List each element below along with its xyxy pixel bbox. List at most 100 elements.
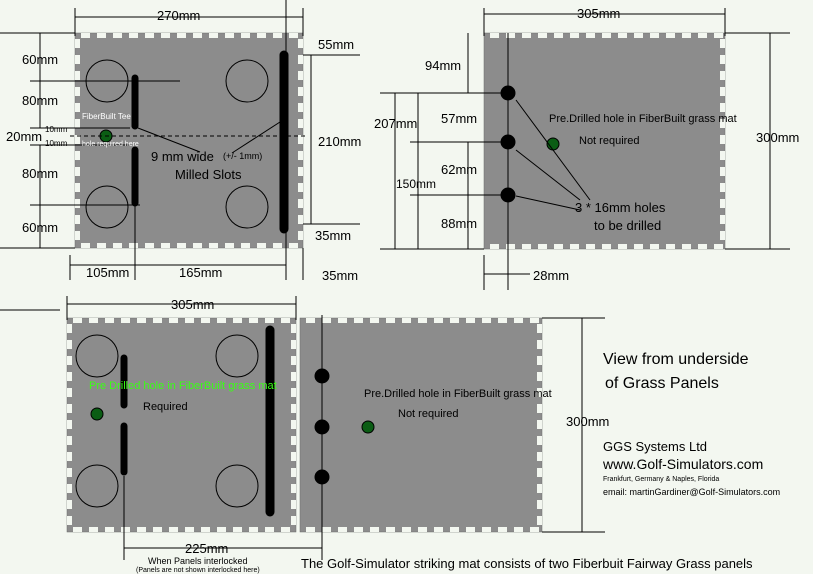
panel-bottom-left-notch-left bbox=[67, 484, 72, 493]
circle-cutout bbox=[85, 185, 129, 229]
panel-bottom-left-notch-bottom bbox=[233, 527, 242, 532]
panel-bottom-left-notch-right bbox=[291, 340, 296, 349]
panel-bottom-left-notch-right bbox=[291, 500, 296, 509]
panel-top-right-notch-top bbox=[602, 33, 611, 38]
panel-bottom-left-notch-right bbox=[291, 420, 296, 429]
panel-top-right-notch-right bbox=[720, 151, 725, 160]
panel-top-left-notch-right bbox=[298, 167, 303, 176]
label-slot-tolerance: (+/- 1mm) bbox=[223, 151, 263, 161]
leader-line bbox=[515, 99, 591, 201]
panel-top-left-notch-right bbox=[298, 183, 303, 192]
panel-top-right-notch-top bbox=[522, 33, 531, 38]
panel-top-right-notch-right bbox=[720, 167, 725, 176]
panel-top-right-notch-bottom bbox=[618, 244, 627, 249]
panel-bottom-left-notch-top bbox=[121, 318, 130, 323]
panel-top-right bbox=[483, 32, 726, 250]
panel-top-left-notch-top bbox=[289, 33, 298, 38]
panel-bottom-right-notch-bottom bbox=[482, 527, 491, 532]
panel-top-left-notch-top bbox=[113, 33, 122, 38]
label-fiberbuilt-tee: FiberBuilt Tee bbox=[82, 112, 131, 121]
panel-top-left-notch-top bbox=[145, 33, 154, 38]
panel-top-left-notch-left bbox=[75, 167, 80, 176]
panel-bottom-left-notch-left bbox=[67, 388, 72, 397]
panel-bottom-right-notch-top bbox=[498, 318, 507, 323]
panel-bottom-right-notch-top bbox=[514, 318, 523, 323]
label-predrilled-bottom-left: Pre Drilled hole in FiberBuilt grass mat bbox=[89, 380, 277, 392]
panel-bottom-left-notch-top bbox=[265, 318, 274, 323]
company-website: www.Golf-Simulators.com bbox=[603, 456, 764, 472]
panel-bottom-left-notch-bottom bbox=[105, 527, 114, 532]
panel-bottom-left-notch-top bbox=[73, 318, 82, 323]
panel-bottom-left-notch-left bbox=[67, 420, 72, 429]
company-name: GGS Systems Ltd bbox=[603, 439, 708, 454]
leader-line bbox=[137, 127, 201, 153]
panel-top-right-notch-right bbox=[720, 103, 725, 112]
panel-bottom-left-notch-right bbox=[291, 516, 296, 525]
panel-top-right-notch-top bbox=[618, 33, 627, 38]
panel-top-right-notch-bottom bbox=[650, 244, 659, 249]
panel-top-right-notch-bottom bbox=[698, 244, 707, 249]
label-16mm-holes: 3 * 16mm holes bbox=[575, 200, 666, 215]
panel-top-left-notch-right bbox=[298, 103, 303, 112]
panel-bottom-right-notch-top bbox=[386, 318, 395, 323]
panel-top-left-notch-left bbox=[75, 103, 80, 112]
panel-bottom-right-notch-right bbox=[537, 372, 542, 381]
dim-165: 165mm bbox=[179, 265, 223, 280]
dim-207: 207mm bbox=[374, 116, 418, 131]
dim-35-bottom: 35mm bbox=[322, 268, 359, 283]
panel-top-left-notch-left bbox=[75, 183, 80, 192]
label-milled-slots: Milled Slots bbox=[175, 167, 242, 182]
panel-bottom-left-notch-bottom bbox=[249, 527, 258, 532]
panel-bottom-left-notch-left bbox=[67, 340, 72, 349]
panel-top-left-notch-right bbox=[298, 55, 303, 64]
panel-bottom-right-notch-bottom bbox=[322, 527, 331, 532]
panel-bottom-left-notch-top bbox=[281, 318, 290, 323]
panel-top-left-notch-right bbox=[298, 87, 303, 96]
panel-bottom-left-notch-bottom bbox=[185, 527, 194, 532]
panel-top-left-notch-top bbox=[225, 33, 234, 38]
panel-bottom-left-notch-bottom bbox=[89, 527, 98, 532]
dim-62: 62mm bbox=[441, 162, 478, 177]
panel-bottom-left-notch-top bbox=[153, 318, 162, 323]
circle-cutout bbox=[225, 185, 269, 229]
panel-top-left-notch-left bbox=[75, 119, 80, 128]
dim-55: 55mm bbox=[318, 37, 355, 52]
panel-top-left-notch-top bbox=[81, 33, 90, 38]
dim-225: 225mm bbox=[185, 541, 229, 556]
dim-10-upper: 10mm bbox=[45, 125, 68, 134]
label-predrilled-right: Pre.Drilled hole in FiberBuilt grass mat bbox=[549, 113, 737, 125]
leader-line bbox=[515, 195, 581, 211]
circle-cutout bbox=[75, 464, 119, 508]
label-required: Required bbox=[143, 401, 188, 413]
panel-bottom-right-notch-top bbox=[466, 318, 475, 323]
predrilled-hole bbox=[361, 420, 375, 434]
dim-60-bottom: 60mm bbox=[22, 220, 59, 235]
panel-top-right-notch-top bbox=[586, 33, 595, 38]
panel-bottom-left-notch-right bbox=[291, 436, 296, 445]
panel-top-right-notch-top bbox=[698, 33, 707, 38]
panel-bottom-left-notch-bottom bbox=[73, 527, 82, 532]
panel-bottom-right-notch-bottom bbox=[498, 527, 507, 532]
panel-bottom-left-notch-right bbox=[291, 372, 296, 381]
view-title-line1: View from underside bbox=[603, 351, 749, 368]
panel-top-right-notch-bottom bbox=[570, 244, 579, 249]
panel-bottom-right-notch-top bbox=[434, 318, 443, 323]
panel-bottom-left-notch-top bbox=[169, 318, 178, 323]
panel-top-left-notch-bottom bbox=[81, 243, 90, 248]
panel-bottom-left-notch-bottom bbox=[217, 527, 226, 532]
label-not-required-bottom: Not required bbox=[398, 408, 459, 420]
panel-bottom-left bbox=[66, 317, 297, 533]
circle-cutout bbox=[215, 464, 259, 508]
circle-cutout bbox=[75, 334, 119, 378]
dim-150: 150mm bbox=[396, 177, 437, 191]
company-email: email: martinGardiner@Golf-Simulators.co… bbox=[603, 487, 781, 497]
panel-top-left-notch-right bbox=[298, 135, 303, 144]
panel-bottom-left-notch-left bbox=[67, 468, 72, 477]
panel-top-right-notch-bottom bbox=[666, 244, 675, 249]
panel-top-right-notch-bottom bbox=[522, 244, 531, 249]
panel-bottom-right-notch-bottom bbox=[338, 527, 347, 532]
panel-bottom-left-notch-left bbox=[67, 436, 72, 445]
panel-top-left-notch-top bbox=[97, 33, 106, 38]
